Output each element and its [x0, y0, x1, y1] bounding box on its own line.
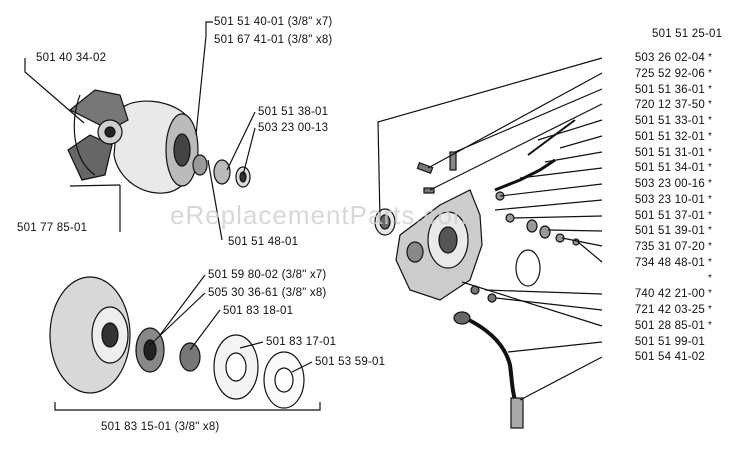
part-number: 503 23 00-16 — [634, 178, 705, 190]
part-star-marker: * — [708, 210, 712, 221]
part-star-marker: * — [708, 147, 712, 158]
rim-sprocket-drawing — [49, 274, 321, 411]
label-501-51-38-01: 501 51 38-01 — [258, 106, 329, 118]
label-501-83-17-01: 501 83 17-01 — [266, 336, 337, 348]
part-star-marker: * — [708, 225, 712, 236]
part-number: 501 51 32-01 — [634, 131, 705, 143]
oil-pump-drawing — [374, 57, 603, 429]
label-501-40-34-02: 501 40 34-02 — [36, 52, 107, 64]
part-number: 725 52 92-06 — [634, 68, 705, 80]
part-star-marker: * — [708, 115, 712, 126]
label-501-51-40-01: 501 51 40-01 (3/8" x7) — [214, 16, 333, 28]
part-star-marker: * — [708, 52, 712, 63]
label-501-53-59-01: 501 53 59-01 — [315, 356, 386, 368]
part-number: 740 42 21-00 — [634, 288, 705, 300]
part-star-marker: * — [708, 288, 712, 299]
part-number: 503 26 02-04 — [634, 52, 705, 64]
part-star-marker: * — [708, 99, 712, 110]
part-number: 720 12 37-50 — [634, 99, 705, 111]
part-number: 501 51 39-01 — [634, 225, 705, 237]
part-number: 501 51 31-01 — [634, 147, 705, 159]
part-number: 501 51 37-01 — [634, 210, 705, 222]
label-501-83-18-01: 501 83 18-01 — [223, 305, 294, 317]
part-number: 501 51 33-01 — [634, 115, 705, 127]
label-501-51-25-01: 501 51 25-01 — [652, 28, 723, 40]
part-star-marker: * — [708, 257, 712, 268]
watermark: eReplacementParts.com — [170, 200, 476, 230]
label-501-59-80-02: 501 59 80-02 (3/8" x7) — [208, 269, 327, 281]
part-number: 501 51 99-01 — [634, 336, 705, 348]
label-501-77-85-01: 501 77 85-01 — [17, 222, 88, 234]
part-number: 501 51 34-01 — [634, 162, 705, 174]
label-501-67-41-01: 501 67 41-01 (3/8" x8) — [214, 34, 333, 46]
part-star-marker: * — [708, 68, 712, 79]
part-star-marker: * — [708, 241, 712, 252]
part-star-marker: * — [708, 273, 712, 284]
part-number: 735 31 07-20 — [634, 241, 705, 253]
label-501-51-48-01: 501 51 48-01 — [228, 236, 299, 248]
label-505-30-36-61: 505 30 36-61 (3/8" x8) — [208, 287, 327, 299]
part-star-marker: * — [708, 162, 712, 173]
part-number: 501 54 41-02 — [634, 351, 705, 363]
part-star-marker: * — [708, 304, 712, 315]
clutch-assembly-drawing — [24, 21, 256, 241]
part-number: 721 42 03-25 — [634, 304, 705, 316]
label-501-83-15-01: 501 83 15-01 (3/8" x8) — [101, 421, 220, 433]
part-number: 501 51 36-01 — [634, 84, 705, 96]
label-503-23-00-13: 503 23 00-13 — [258, 122, 329, 134]
part-star-marker: * — [708, 194, 712, 205]
part-star-marker: * — [708, 320, 712, 331]
part-star-marker: * — [708, 84, 712, 95]
part-number: 501 28 85-01 — [634, 320, 705, 332]
part-star-marker: * — [708, 178, 712, 189]
part-star-marker: * — [708, 131, 712, 142]
part-number: 734 48 48-01 — [634, 257, 705, 269]
part-number: 503 23 10-01 — [634, 194, 705, 206]
